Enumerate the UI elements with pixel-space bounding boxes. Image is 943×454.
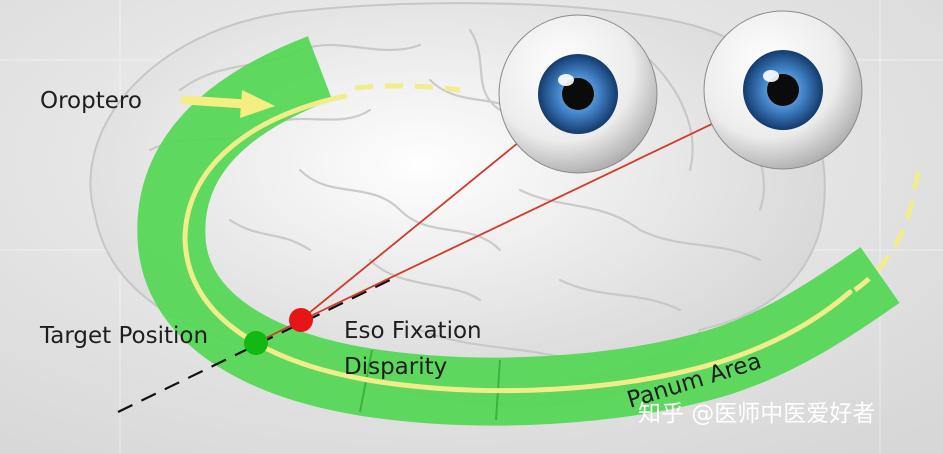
- horopter-arrow: [180, 90, 275, 118]
- watermark: 知乎 @医师中医爱好者: [638, 401, 875, 427]
- horopter-dashed-top: [354, 83, 461, 93]
- target-position-label: Target Position: [39, 323, 208, 349]
- target-position-dot: [244, 331, 268, 355]
- fixation-disparity-label-line1: Eso Fixation: [344, 318, 482, 344]
- left-eye-icon: [498, 14, 658, 174]
- horopter-dashed-right: [853, 169, 921, 293]
- fixation-point-dot: [289, 308, 313, 332]
- horopter-label: Oroptero: [40, 88, 142, 114]
- fixation-disparity-label-line2: Disparity: [344, 354, 447, 380]
- horopter-line: [182, 93, 853, 394]
- right-eye-icon: [703, 10, 863, 170]
